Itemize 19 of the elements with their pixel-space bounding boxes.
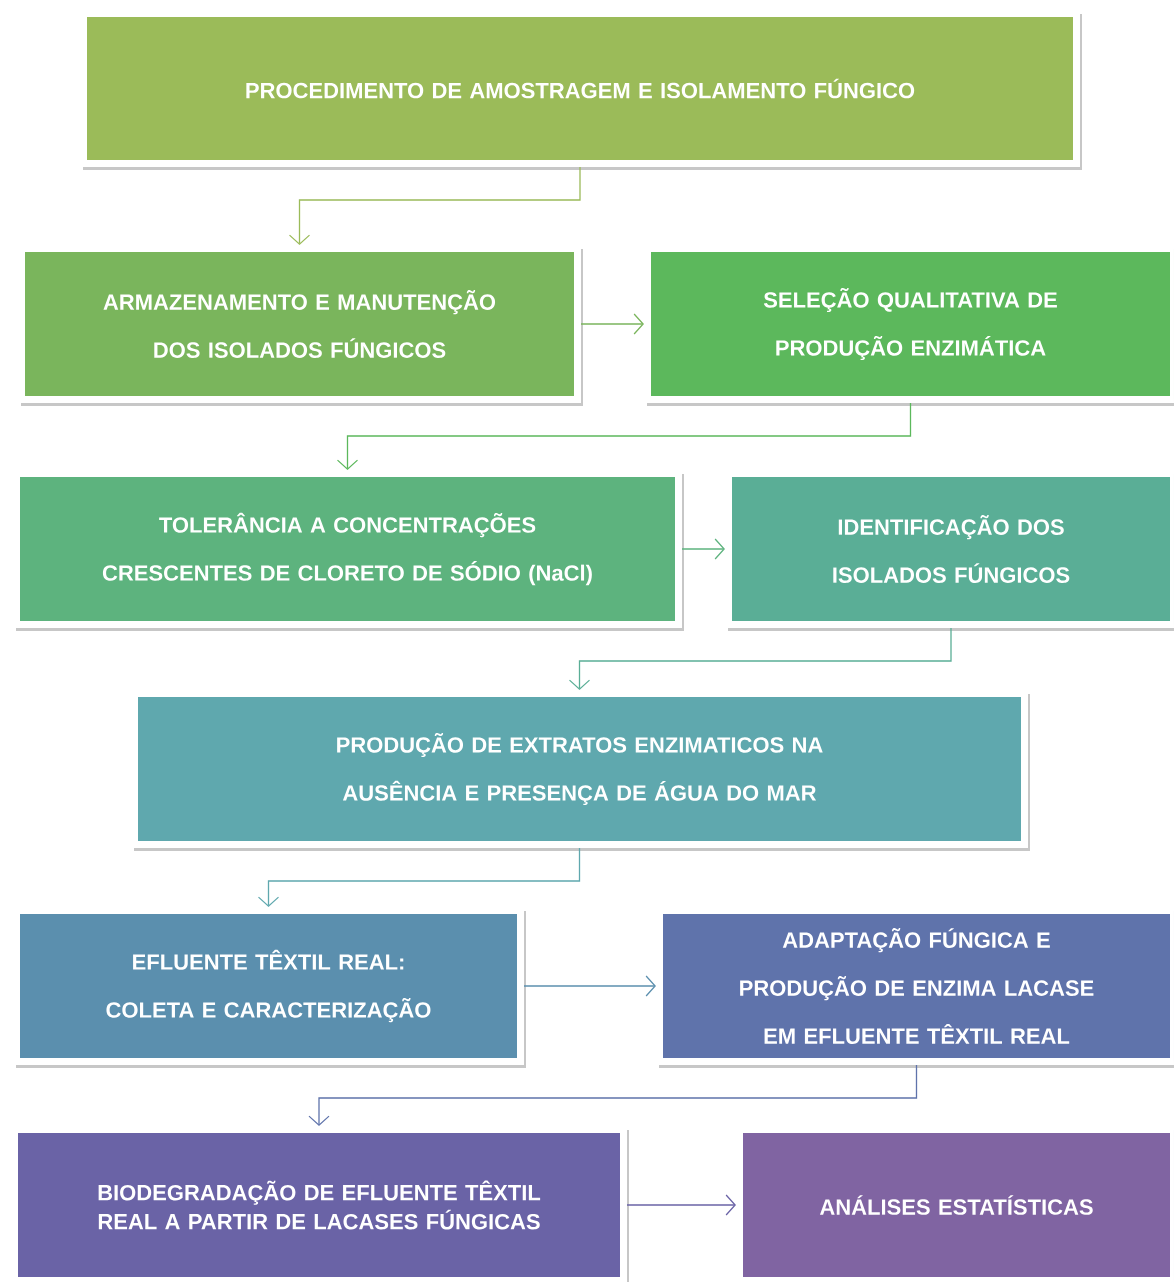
process-box: PRODUÇÃO DE EXTRATOS ENZIMATICOS NA AUSÊNCIA E PRESENÇA DE ÁGUA DO MAR	[131, 690, 1030, 851]
arrow	[257, 847, 581, 907]
process-box: BIODEGRADAÇÃO DE EFLUENTE TÊXTIL REAL A PARTIR DE LACASES FÚNGICAS	[11, 1126, 629, 1282]
arrow	[288, 166, 581, 245]
arrow	[336, 402, 912, 470]
arrow	[580, 313, 644, 335]
process-box: TOLERÂNCIA A CONCENTRAÇÕES CRESCENTES DE CLORETO DE SÓDIO (NaCl)	[13, 470, 684, 631]
arrow	[626, 1194, 736, 1216]
process-box: ANÁLISES ESTATÍSTICAS	[736, 1126, 1174, 1282]
process-box: ADAPTAÇÃO FÚNGICA E PRODUÇÃO DE ENZIMA LACASE EM EFLUENTE TÊXTIL REAL	[656, 907, 1174, 1068]
process-box: IDENTIFICAÇÃO DOS ISOLADOS FÚNGICOS	[725, 470, 1174, 631]
process-box: ARMAZENAMENTO E MANUTENÇÃO DOS ISOLADOS FÚNGICOS	[18, 245, 583, 406]
process-box: PROCEDIMENTO DE AMOSTRAGEM E ISOLAMENTO FÚNGICO	[80, 10, 1082, 170]
arrow	[523, 975, 656, 997]
arrow	[308, 1064, 918, 1126]
arrow	[681, 538, 725, 560]
process-box: EFLUENTE TÊXTIL REAL: COLETA E CARACTERIZAÇÃO	[13, 907, 526, 1068]
process-box: SELEÇÃO QUALITATIVA DE PRODUÇÃO ENZIMÁTICA	[644, 245, 1174, 406]
arrow	[568, 627, 952, 690]
